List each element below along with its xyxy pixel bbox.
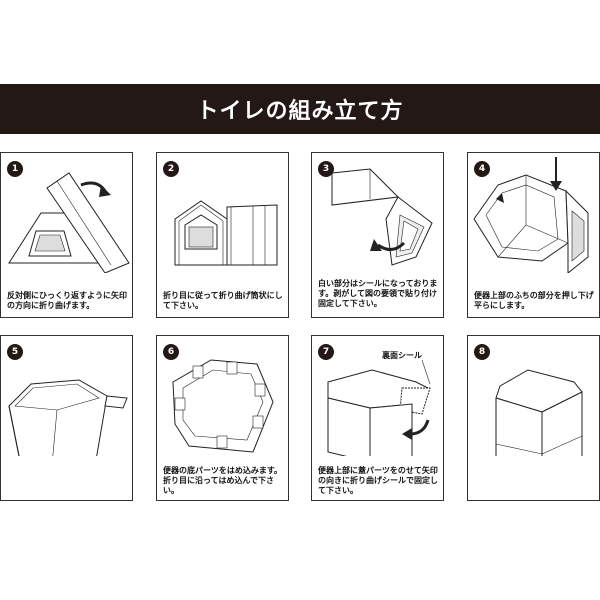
step-panel-2: 2 折り目に従って折り曲げ筒状にして下さい。 <box>156 152 289 318</box>
step-number-badge: 1 <box>7 161 23 177</box>
step-number-badge: 8 <box>474 344 490 360</box>
step-panel-7: 7 裏面シール 便器上部に蓋パーツをのせて矢印の向きに折り曲げシールで固定して下… <box>311 335 444 501</box>
bowl-body-icon <box>8 379 128 456</box>
step-panel-4: 4 便器上部のふちの部分を押し下げ平らにします。 <box>467 152 600 318</box>
press-rim-icon <box>473 157 589 273</box>
step-number-badge: 5 <box>7 344 23 360</box>
step-caption: 反対側にひっくり返すように矢印の方向に折り曲げます。 <box>7 291 127 310</box>
step-number-badge: 2 <box>163 161 179 177</box>
step-panel-8: 8 <box>467 335 600 501</box>
page-title: トイレの組み立て方 <box>196 99 404 124</box>
step-panel-3: 3 白い部分はシールになっております。剥がして図の要領で貼り付け固定して下さい。 <box>311 152 444 318</box>
step-panel-1: 1 反対側にひっくり返すように矢印の方向に折り曲げます。 <box>0 152 133 318</box>
fold-flip-icon <box>8 172 130 273</box>
step-panel-5: 5 <box>0 335 133 501</box>
step-panel-6: 6 便器の底パーツをはめ込みます。折り目に沿ってはめ込んで下さい。 <box>156 335 289 501</box>
step-number-badge: 7 <box>318 344 334 360</box>
step-caption: 便器上部のふちの部分を押し下げ平らにします。 <box>474 291 594 310</box>
step-caption: 白い部分はシールになっております。剥がして図の要領で貼り付け固定して下さい。 <box>318 279 438 308</box>
step-number-badge: 4 <box>474 161 490 177</box>
seal-attach-icon <box>331 168 433 266</box>
seal-callout-label: 裏面シール <box>381 350 422 360</box>
step-caption: 折り目に従って折り曲げ筒状にして下さい。 <box>163 291 283 310</box>
step-number-badge: 3 <box>318 161 334 177</box>
step-caption: 便器の底パーツをはめ込みます。折り目に沿ってはめ込んで下さい。 <box>163 466 283 495</box>
fold-tube-icon <box>174 200 278 266</box>
bottom-part-icon <box>172 359 274 453</box>
completed-toilet-icon <box>495 369 583 456</box>
step-caption: 便器上部に蓋パーツをのせて矢印の向きに折り曲げシールで固定して下さい。 <box>318 466 438 495</box>
step-number-badge: 6 <box>163 344 179 360</box>
title-banner: トイレの組み立て方 <box>0 84 600 134</box>
lid-fold-icon: 裏面シール <box>327 350 431 456</box>
